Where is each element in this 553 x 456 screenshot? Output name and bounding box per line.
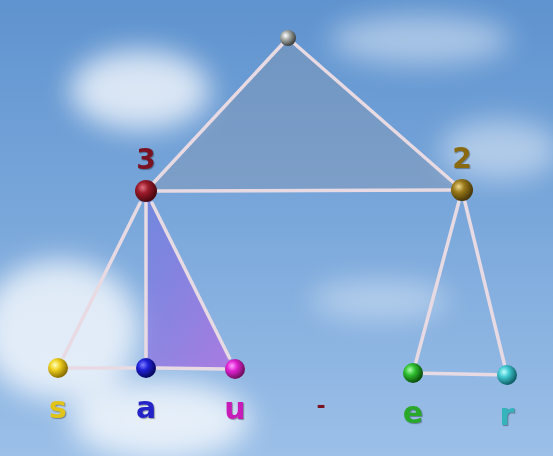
tree-node: 3 <box>134 146 158 203</box>
tree-branch <box>144 203 148 357</box>
tree-branch <box>424 373 496 375</box>
tree-node: r <box>496 364 518 430</box>
tree-branch <box>157 366 224 370</box>
hyphen-mark: - <box>316 395 325 417</box>
tree-branch <box>465 202 504 364</box>
node-ball <box>496 364 518 386</box>
tree-node: u <box>224 358 246 424</box>
node-number: 3 <box>136 146 155 174</box>
node-ball <box>402 362 424 384</box>
tree-branch <box>416 202 459 362</box>
node-letter: r <box>500 400 515 430</box>
node-ball <box>134 179 158 203</box>
node-ball <box>224 358 246 380</box>
tree-branch <box>158 188 450 192</box>
tree-node: s <box>47 357 69 423</box>
node-number: 2 <box>452 145 471 173</box>
tree-node: 2 <box>450 145 474 202</box>
tree-branch <box>152 203 230 358</box>
node-ball <box>450 178 474 202</box>
node-letter: e <box>403 398 423 428</box>
node-ball <box>135 357 157 379</box>
node-ball <box>47 357 69 379</box>
tree-branch <box>63 203 140 357</box>
node-letter: u <box>224 394 245 424</box>
node-letter: a <box>136 393 156 423</box>
node-letter: s <box>49 393 67 423</box>
tree-node: a <box>135 357 157 423</box>
tree-branch <box>69 366 135 370</box>
tree-node: e <box>402 362 424 428</box>
